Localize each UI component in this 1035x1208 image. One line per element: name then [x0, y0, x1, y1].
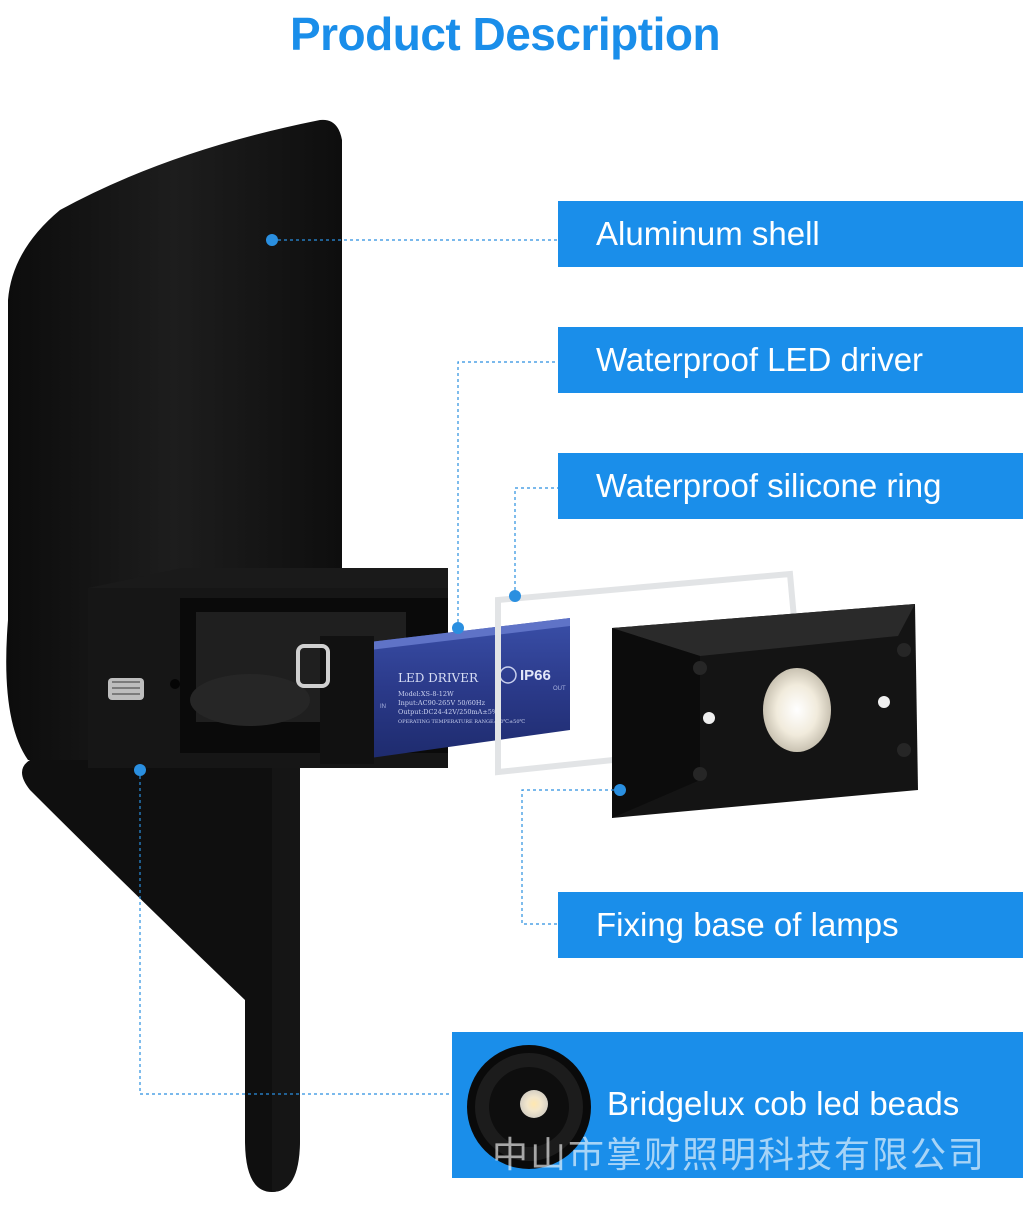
label-fixing-base: Fixing base of lamps — [558, 892, 1023, 958]
label-cob-beads-panel: Bridgelux cob led beads — [452, 1032, 1023, 1178]
label-silicone-ring: Waterproof silicone ring — [558, 453, 1023, 519]
page-title: Product Description — [289, 8, 721, 60]
leader-lines — [139, 239, 620, 1095]
label-aluminum-shell: Aluminum shell — [558, 201, 1023, 267]
watermark: 中山市掌财照明科技有限公司 — [492, 1135, 987, 1176]
driver-model: Model:XS-8-12W — [398, 690, 454, 698]
driver-name: LED DRIVER — [398, 671, 479, 685]
led-driver: LED DRIVER Model:XS-8-12W Input:AC90-265… — [296, 618, 570, 764]
anchor-dots — [134, 234, 626, 796]
driver-temp: OPERATING TEMPERATURE RANGE:-10℃±50℃ — [398, 719, 526, 725]
label-cob-beads: Bridgelux cob led beads — [607, 1085, 960, 1122]
driver-in-label: IN — [380, 704, 386, 710]
base-led-bead — [763, 668, 831, 752]
fixing-base — [612, 604, 918, 818]
driver-input: Input:AC90-265V 50/60Hz — [398, 699, 486, 707]
cob-bead-image — [467, 1045, 591, 1169]
driver-out-label: OUT — [553, 686, 566, 692]
driver-rating: IP66 — [520, 667, 551, 684]
cob-led-icon — [520, 1090, 548, 1118]
driver-output: Output:DC24-42V/250mA±5% — [398, 708, 498, 716]
label-led-driver: Waterproof LED driver — [558, 327, 1023, 393]
